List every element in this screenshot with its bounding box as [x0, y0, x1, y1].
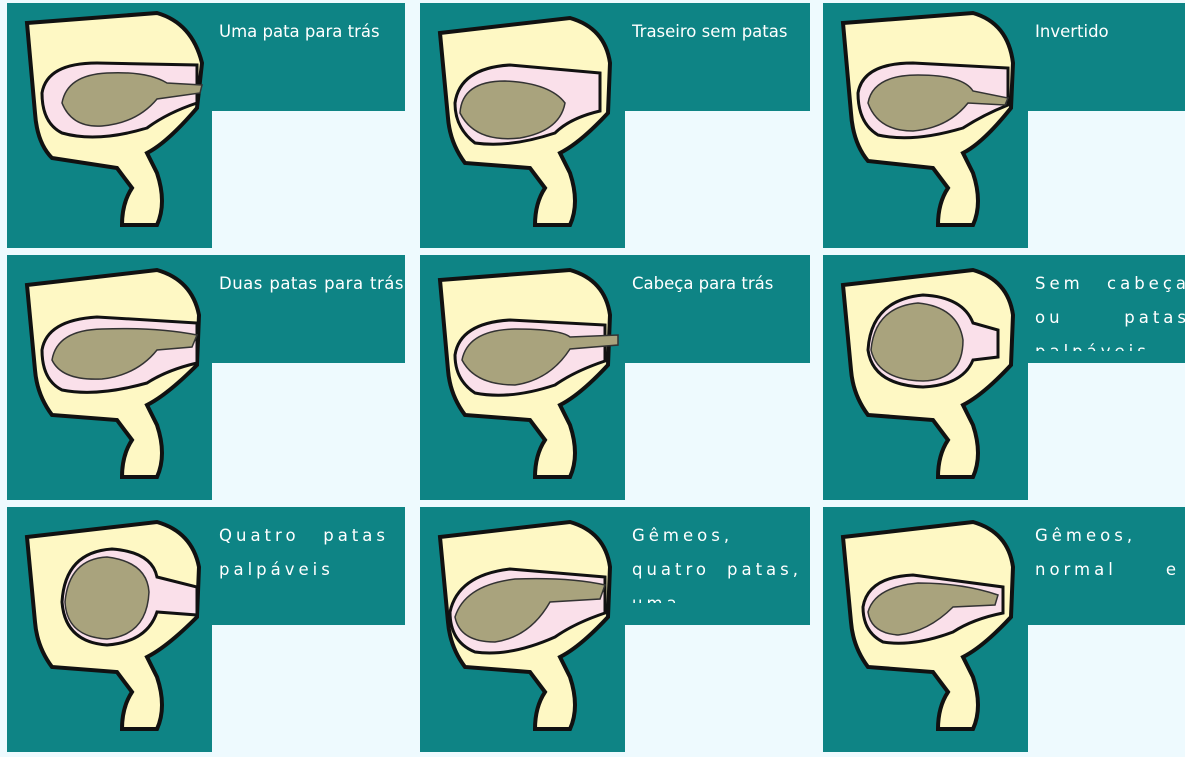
cow-section-illustration [7, 3, 227, 248]
panel-caption: Traseiro sem patas [632, 15, 817, 105]
calf-shape [65, 557, 149, 639]
cow-section-illustration [823, 3, 1043, 248]
cow-section-illustration [420, 507, 640, 752]
panel-four-legs: Quatro patas palpáveis [7, 507, 412, 752]
panel-caption: Gêmeos, normal e [1035, 519, 1180, 603]
panel-caption: Invertido [1035, 15, 1185, 105]
panel-twins-normal: Gêmeos, normal e [823, 507, 1185, 752]
panel-inverted: Invertido [823, 3, 1185, 248]
panel-caption: Gêmeos, quatro patas, uma [632, 519, 802, 603]
panel-breech-no-legs: Traseiro sem patas [420, 3, 825, 248]
panel-two-legs-back: Duas patas para trás [7, 255, 412, 500]
cow-section-illustration [420, 255, 640, 500]
panel-caption: Quatro patas palpáveis [219, 519, 389, 609]
panel-caption: Duas patas para trás [219, 267, 404, 357]
cow-section-illustration [823, 507, 1043, 752]
cow-section-illustration [420, 3, 640, 248]
panel-no-head-or-legs: Sem cabeça ou patas palpáveis [823, 255, 1185, 500]
panel-head-back: Cabeça para trás [420, 255, 825, 500]
panel-one-leg-back: Uma pata para trás [7, 3, 412, 248]
cow-section-illustration [7, 507, 227, 752]
cow-section-illustration [7, 255, 227, 500]
panel-caption: Sem cabeça ou patas palpáveis [1035, 267, 1185, 351]
panel-caption: Cabeça para trás [632, 267, 817, 357]
panel-caption: Uma pata para trás [219, 15, 404, 105]
cow-section-illustration [823, 255, 1043, 500]
panel-twins-four-legs: Gêmeos, quatro patas, uma [420, 507, 825, 752]
